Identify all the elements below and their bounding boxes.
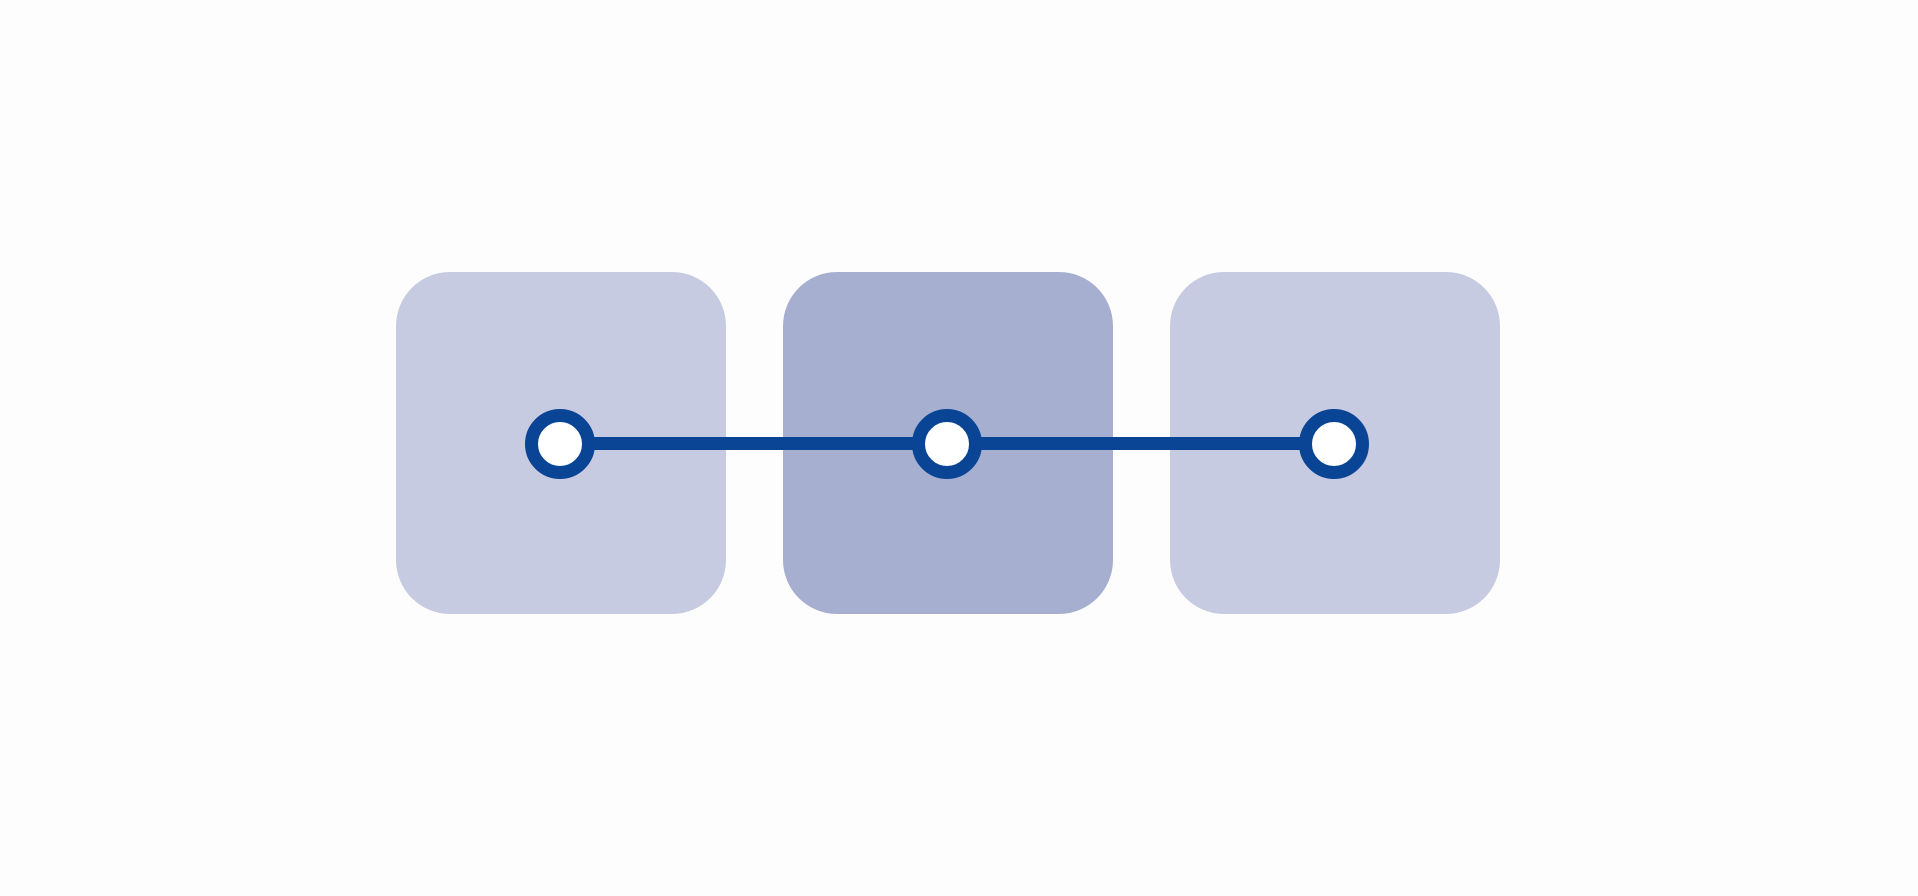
- connector-line-1: [586, 437, 916, 450]
- node-circle-2: [912, 409, 982, 479]
- connector-line-2: [973, 437, 1303, 450]
- node-circle-3: [1299, 409, 1369, 479]
- node-circle-1: [525, 409, 595, 479]
